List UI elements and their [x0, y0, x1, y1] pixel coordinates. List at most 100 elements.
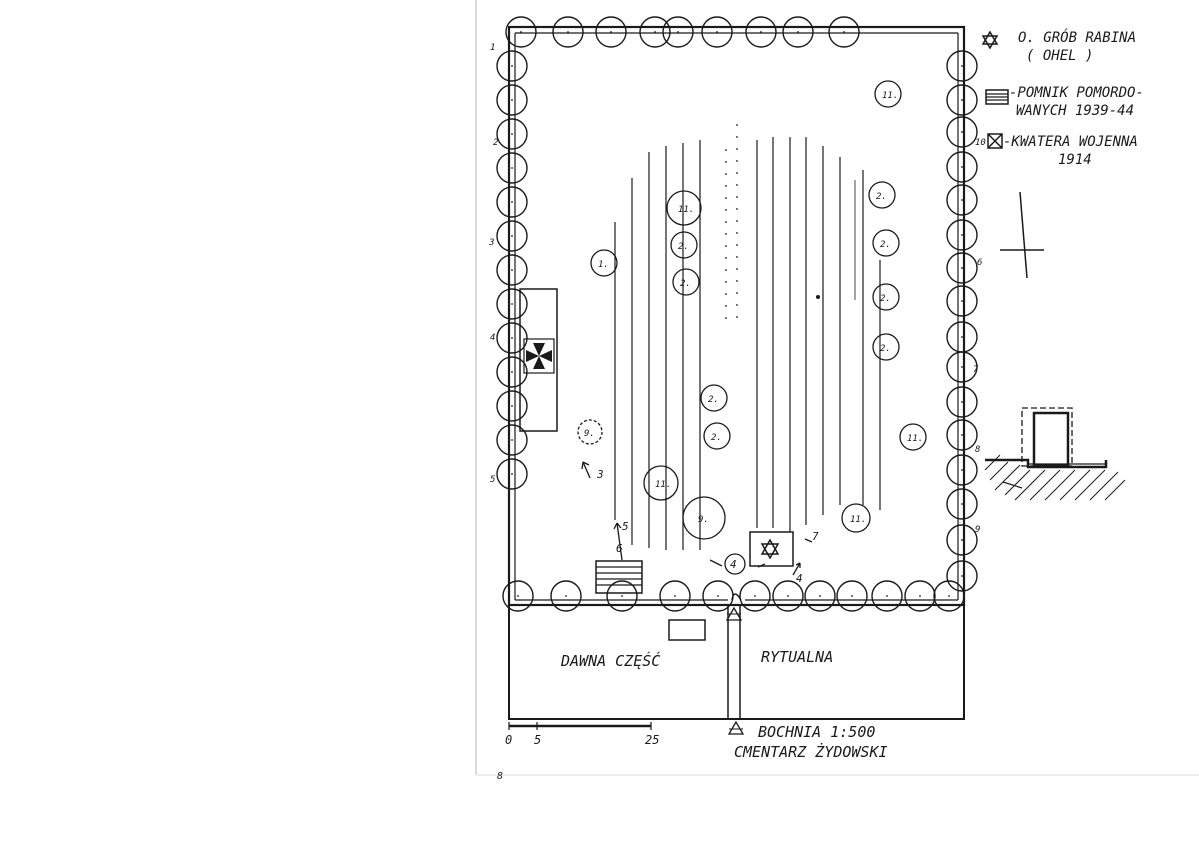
tree-center	[760, 31, 762, 33]
tree	[659, 580, 691, 612]
tree	[496, 50, 528, 82]
tree	[496, 152, 528, 184]
interior-tree	[643, 465, 679, 501]
tree-center	[851, 595, 853, 597]
tree-center	[961, 575, 963, 577]
tree-center	[511, 269, 513, 271]
tree	[946, 351, 978, 383]
legend-war-line1: -KWATERA WOJENNA	[1003, 134, 1138, 150]
tree-label: 2.	[678, 242, 689, 252]
interior-tree	[868, 181, 896, 209]
crossed-box-icon	[987, 133, 1003, 149]
perimeter-trees	[496, 16, 978, 612]
tree-label: 2.	[708, 395, 719, 405]
interior-tree	[670, 231, 698, 259]
tree	[946, 488, 978, 520]
tree-center	[511, 99, 513, 101]
tree	[904, 580, 936, 612]
tree	[946, 560, 978, 592]
tree-center	[919, 595, 921, 597]
tree	[552, 16, 584, 48]
tree	[946, 151, 978, 183]
tree	[946, 285, 978, 317]
tree	[782, 16, 814, 48]
interior-trees: 1.2.2.2.2.2.2.2.2.11.11.11.11.11.9.9.	[577, 80, 927, 575]
maltese-cross-icon	[526, 343, 552, 369]
ritual-label: RYTUALNA	[761, 648, 833, 666]
interior-tree	[872, 229, 900, 257]
tree-center	[961, 267, 963, 269]
tree-center	[717, 595, 719, 597]
interior-tree	[700, 384, 728, 412]
memorial-1939-44	[595, 560, 643, 594]
tree-center	[961, 65, 963, 67]
tree-center	[567, 31, 569, 33]
tree-center	[511, 167, 513, 169]
interior-tree	[899, 423, 927, 451]
tree	[701, 16, 733, 48]
tree-center	[961, 166, 963, 168]
tree	[933, 580, 965, 612]
tree-label: 2.	[880, 344, 891, 354]
tree	[496, 356, 528, 388]
view-arrows	[581, 461, 813, 576]
tree	[639, 16, 671, 48]
north-arrow-icon	[1000, 191, 1044, 279]
tree-center	[520, 31, 522, 33]
tree	[606, 580, 638, 612]
tree	[662, 16, 694, 48]
ohel-rabbi-grave	[749, 531, 794, 567]
tree-center	[948, 595, 950, 597]
scale-tick-5: 5	[534, 733, 541, 747]
tree	[836, 580, 868, 612]
tree-center	[797, 31, 799, 33]
tree-center	[511, 65, 513, 67]
tree	[946, 184, 978, 216]
tree-center	[961, 366, 963, 368]
svg-text:4: 4	[490, 333, 495, 343]
tree-center	[961, 539, 963, 541]
tree-center	[565, 595, 567, 597]
tree	[502, 580, 534, 612]
tree-center	[961, 131, 963, 133]
tree-label: 9.	[584, 429, 595, 439]
tree-center	[677, 31, 679, 33]
tree	[496, 288, 528, 320]
tree	[828, 16, 860, 48]
tree-center	[511, 337, 513, 339]
tree	[496, 254, 528, 286]
tree	[496, 458, 528, 490]
tree	[946, 252, 978, 284]
page-mark: 8	[497, 771, 503, 782]
tree	[745, 16, 777, 48]
tree	[772, 580, 804, 612]
star-of-david-icon	[981, 30, 999, 50]
view-label: 4	[730, 558, 737, 571]
war-quarter-1914	[519, 288, 558, 432]
tree	[496, 84, 528, 116]
legend-memorial-line1: -POMNIK POMORDO-	[1009, 85, 1144, 101]
svg-text:2: 2	[493, 138, 498, 148]
interior-tree	[666, 190, 702, 226]
dotted-path	[725, 124, 820, 319]
interior-tree	[672, 268, 700, 296]
tree-center	[754, 595, 756, 597]
town-scale-label: BOCHNIA 1:500	[758, 723, 875, 741]
tree	[804, 580, 836, 612]
scale-tick-25: 25	[645, 733, 659, 747]
svg-text:8: 8	[975, 445, 980, 455]
tree-label: 9.	[698, 515, 709, 525]
legend-ohel-line2: ( OHEL )	[1026, 48, 1093, 64]
tree-label: 11.	[850, 515, 866, 525]
tree-label: 2.	[876, 192, 887, 202]
tree-center	[886, 595, 888, 597]
old-part-label: DAWNA CZĘŚĆ	[560, 651, 660, 670]
tree-center	[961, 336, 963, 338]
svg-text:1: 1	[490, 43, 495, 53]
tree-center	[961, 503, 963, 505]
interior-tree	[577, 419, 603, 445]
view-label: 4	[796, 572, 803, 585]
tree-center	[961, 99, 963, 101]
